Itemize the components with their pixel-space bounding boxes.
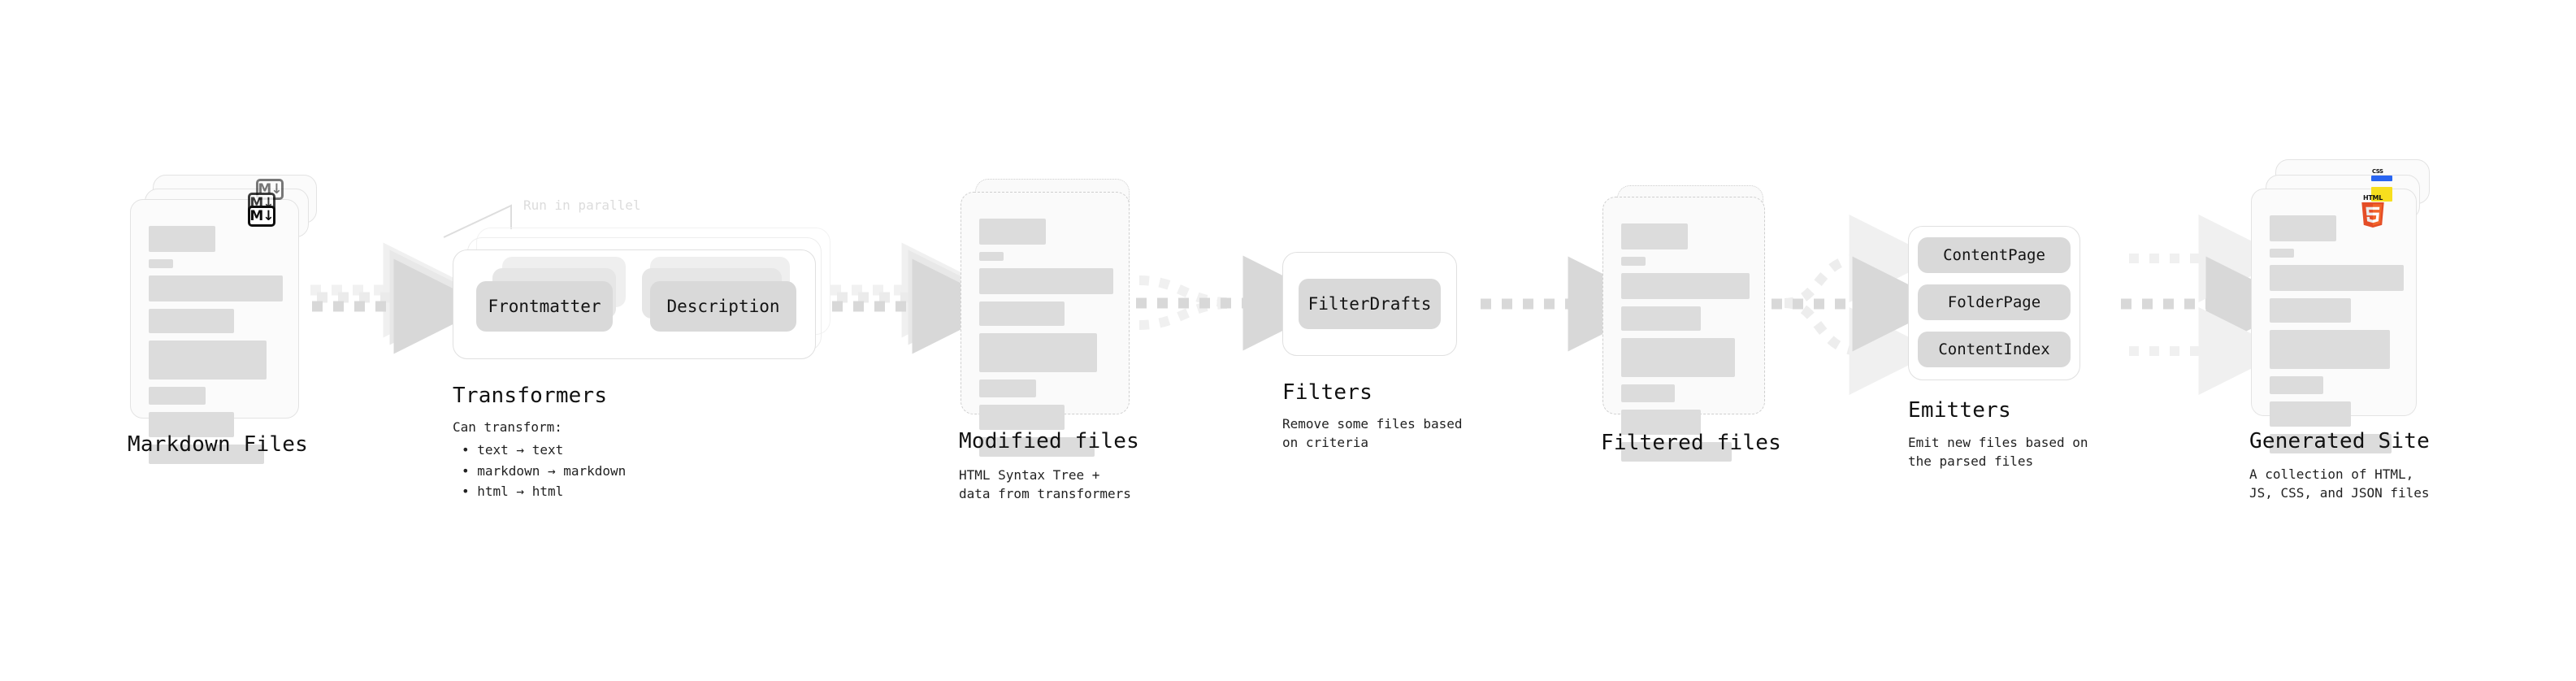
transformers-bullet-0: • text → text [462, 442, 564, 458]
stage-title-filtered-files: Filtered files [1601, 431, 1781, 455]
markdown-glyph: M↓ [248, 206, 275, 227]
arrow-modified-to-filters [1136, 255, 1338, 351]
arrow-filtered-to-emitters [1772, 215, 1948, 395]
emitter-chip-contentpage[interactable]: ContentPage [1918, 237, 2071, 273]
stage-title-filters: Filters [1282, 380, 1373, 405]
stage-title-markdown-files: Markdown Files [128, 432, 308, 457]
emitter-chip-folderpage[interactable]: FolderPage [1918, 284, 2071, 320]
run-in-parallel-note: Run in parallel [523, 197, 641, 213]
transformers-bullet-2: • html → html [462, 484, 564, 500]
filter-chip-filterdrafts[interactable]: FilterDrafts [1299, 279, 1441, 329]
html5-icon: HTML [2359, 194, 2387, 228]
filtered-doc-bars [1621, 223, 1750, 469]
javascript-icon [2371, 187, 2392, 202]
transformer-chip-frontmatter[interactable]: Frontmatter [476, 281, 613, 332]
stage-title-modified-files: Modified files [959, 429, 1139, 453]
arrow-transformers-to-modified [830, 242, 1008, 354]
arrow-emitters-to-site [2121, 215, 2301, 395]
stage-subtitle-modified-files: HTML Syntax Tree + data from transformer… [959, 467, 1131, 501]
stage-subtitle-emitters: Emit new files based on the parsed files [1908, 435, 2088, 469]
stage-subtitle-generated-site: A collection of HTML, JS, CSS, and JSON … [2249, 466, 2430, 501]
stage-title-emitters: Emitters [1908, 398, 2011, 423]
markdown-icon: M↓ [248, 206, 275, 227]
transformer-chip-description[interactable]: Description [650, 281, 796, 332]
css3-icon-label: CSS [2372, 168, 2383, 175]
transformers-bullet-list: • text → text • markdown → markdown • ht… [462, 440, 626, 502]
stage-title-transformers: Transformers [453, 384, 608, 408]
html5-shield-icon [2361, 202, 2384, 228]
transformers-bullet-1: • markdown → markdown [462, 462, 627, 479]
html5-icon-label: HTML [2362, 194, 2383, 202]
modified-doc-front [961, 192, 1130, 457]
css3-icon: CSS [2371, 168, 2392, 181]
modified-doc-bars [979, 219, 1113, 464]
emitter-chip-contentindex[interactable]: ContentIndex [1918, 332, 2071, 367]
markdown-doc-front [130, 199, 299, 464]
stage-subtitle-filters: Remove some files based on criteria [1282, 416, 1463, 450]
site-doc-bars [2270, 215, 2404, 461]
arrow-markdown-to-transformers [310, 242, 489, 354]
filtered-doc-front [1602, 197, 1765, 462]
stage-title-generated-site: Generated Site [2249, 429, 2430, 453]
stage-subtitle-transformers: Can transform: [453, 419, 562, 435]
site-doc-front [2251, 189, 2417, 453]
markdown-doc-bars [149, 226, 283, 471]
